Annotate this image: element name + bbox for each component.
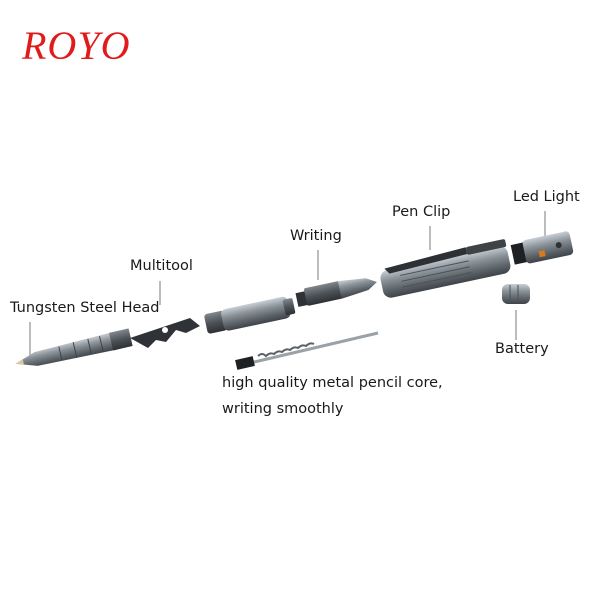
multitool [130, 318, 200, 348]
label-tungsten-steel-head: Tungsten Steel Head [10, 300, 160, 316]
pen-clip-body [380, 239, 511, 298]
label-core-line2: writing smoothly [222, 401, 344, 417]
pencil-core [235, 331, 379, 370]
brand-logo: ROYO [22, 23, 131, 68]
label-core-line1: high quality metal pencil core, [222, 375, 443, 391]
label-multitool: Multitool [130, 258, 193, 274]
label-led-light: Led Light [513, 189, 580, 205]
lower-barrel [204, 296, 296, 334]
writing-tip [295, 278, 377, 307]
label-writing: Writing [290, 228, 342, 244]
battery [502, 284, 530, 304]
led-light [510, 231, 574, 265]
label-pen-clip: Pen Clip [392, 204, 451, 220]
label-battery: Battery [495, 341, 549, 357]
leader-lines [29, 211, 546, 360]
tungsten-steel-head [15, 328, 133, 366]
